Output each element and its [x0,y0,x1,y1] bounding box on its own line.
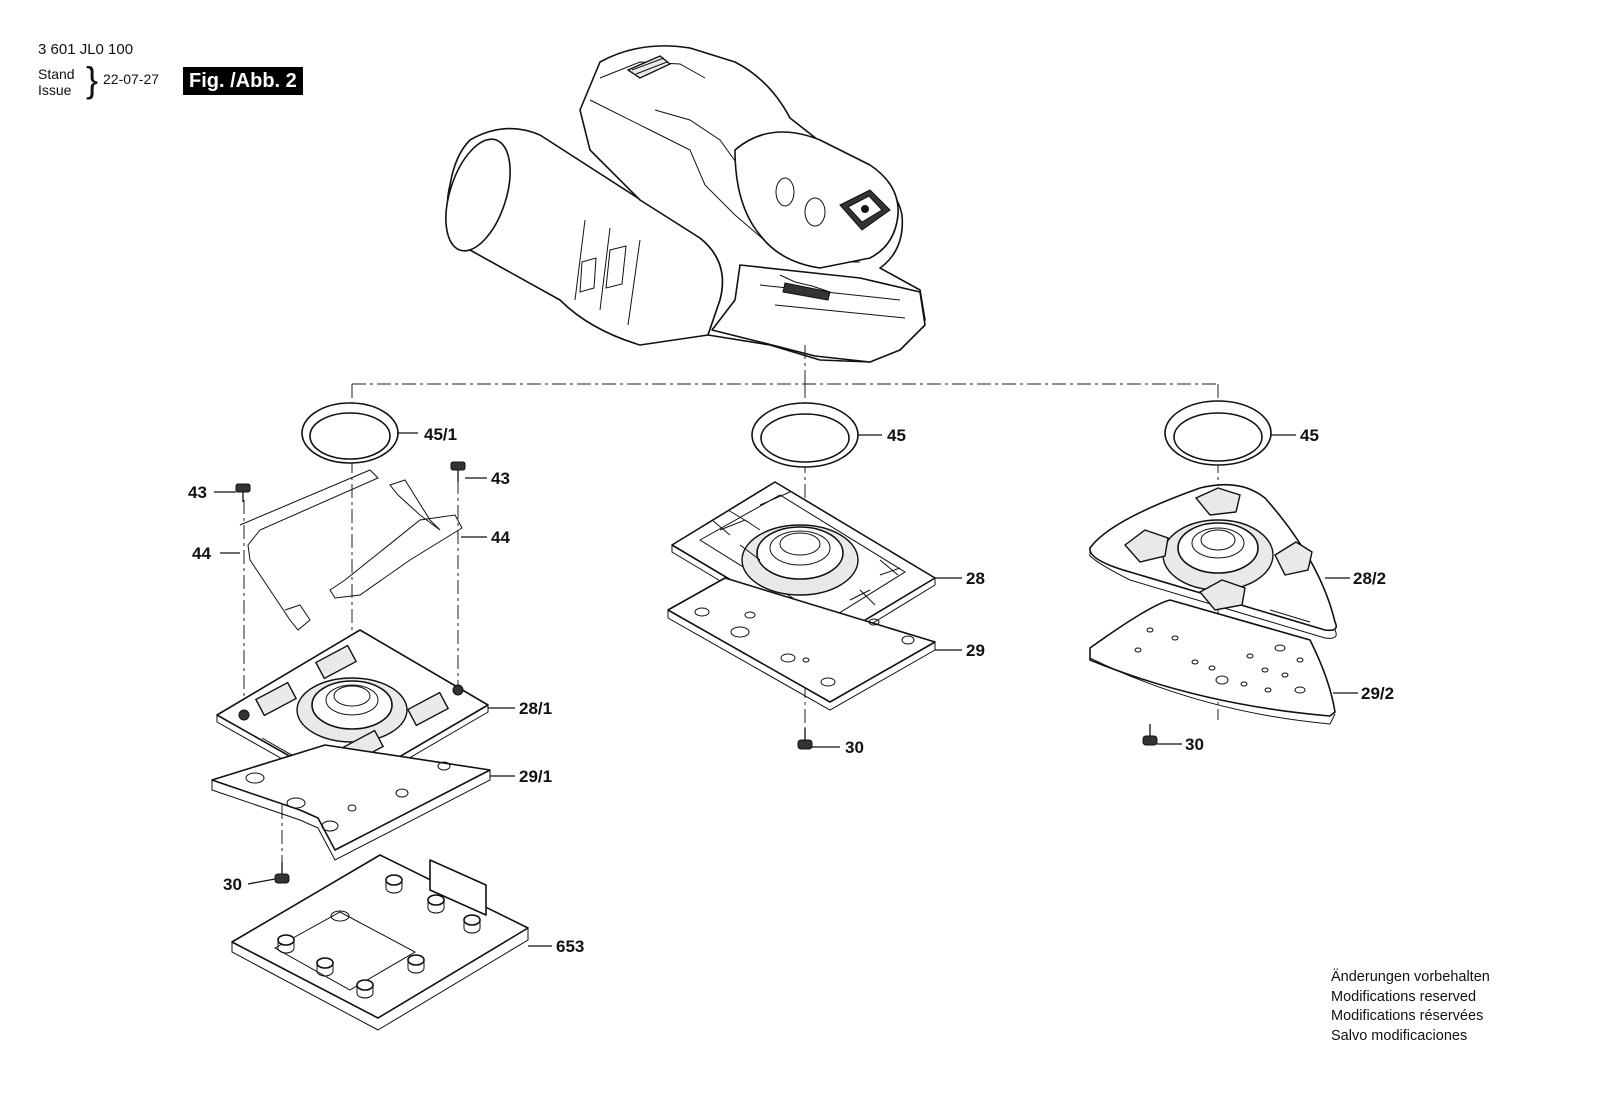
callout-30-right: 30 [1185,735,1204,754]
callout-653: 653 [556,937,584,956]
stand-label: Stand [38,66,75,82]
callout-28: 28 [966,569,985,588]
callout-45-right: 45 [1300,426,1319,445]
sander-body [445,45,926,363]
callout-45-1: 45/1 [424,425,457,444]
leader-lines [214,432,1358,947]
callout-29-2: 29/2 [1361,684,1394,703]
callout-28-2: 28/2 [1353,569,1386,588]
notice-en: Modifications reserved [1331,988,1477,1005]
callout-45-middle: 45 [887,426,906,445]
screw-30-left [274,862,290,884]
callout-44-right: 44 [491,528,510,547]
notice-fr: Modifications réservées [1331,1008,1484,1024]
modifications-notice: Änderungen vorbehalten Modifications res… [1331,968,1490,1046]
issue-date: 22-07-27 [103,71,160,87]
callout-30-middle: 30 [845,738,864,757]
callout-43-left: 43 [188,483,207,502]
callout-43-right: 43 [491,469,510,488]
right-assembly [1089,400,1338,746]
callout-30-left: 30 [223,875,242,894]
brace-glyph: } [86,59,99,100]
issue-label: Issue [38,82,72,98]
screw-30-middle [797,728,813,750]
notice-de: Änderungen vorbehalten [1331,969,1490,985]
callout-28-1: 28/1 [519,699,552,718]
screw-30-right [1142,724,1158,746]
part-number: 3 601 JL0 100 [38,41,134,58]
callout-29: 29 [966,641,985,660]
middle-assembly [667,402,936,750]
notice-es: Salvo modificaciones [1331,1027,1468,1044]
callout-44-left: 44 [192,544,211,563]
figure-badge: Fig. /Abb. 2 [183,67,303,95]
screw-43-right [450,461,466,482]
callout-29-1: 29/1 [519,767,552,786]
stand-issue-labels: Stand Issue [38,66,75,98]
callout-labels: 45/1 43 43 44 44 28/1 29/1 30 653 45 28 … [188,425,1394,956]
screw-43-left [235,483,251,502]
left-assembly [211,402,529,1031]
